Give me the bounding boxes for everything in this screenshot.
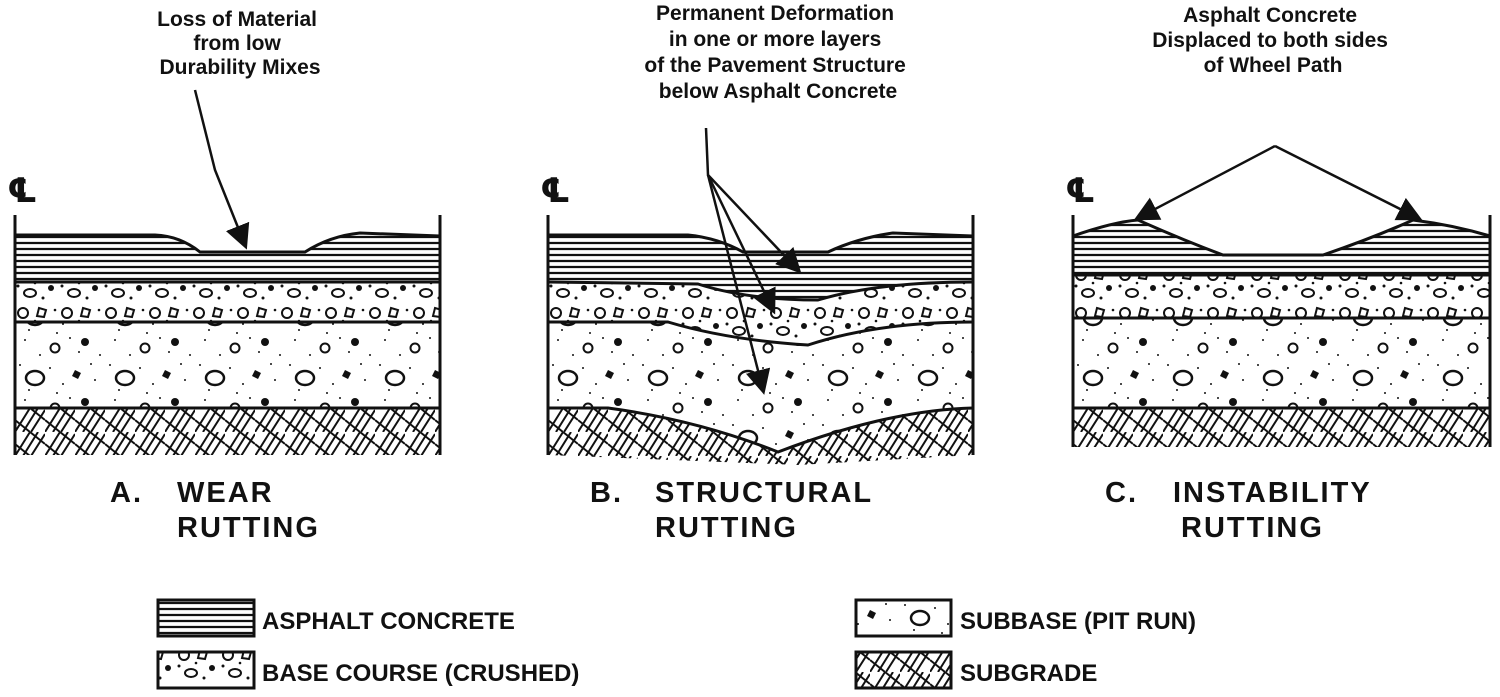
panel-letter: A. (110, 477, 143, 509)
panel-title-2: RUTTING (177, 512, 320, 544)
panel-letter: B. (590, 477, 623, 509)
annotation: Permanent Deformation in one or more lay… (644, 2, 911, 103)
legend-item-subgrade: SUBGRADE (854, 650, 1097, 690)
legend-item-subbase: SUBBASE (PIT RUN) (854, 598, 1196, 638)
panel-title-2: RUTTING (655, 512, 798, 544)
layer-subgrade (548, 408, 973, 465)
annotation: Loss of Material from low Durability Mix… (157, 8, 323, 79)
panel-instability-rutting: ℄ Asphalt Concrete Displaced to both sid… (1065, 4, 1492, 544)
layer-base-course (1073, 275, 1490, 318)
svg-text:BASE COURSE (CRUSHED): BASE COURSE (CRUSHED) (262, 660, 579, 687)
legend-item-base-course: BASE COURSE (CRUSHED) (156, 650, 579, 690)
layer-subgrade (15, 408, 440, 455)
centerline-symbol: ℄ (1065, 171, 1095, 211)
layer-subgrade (1073, 408, 1490, 447)
panel-letter: C. (1105, 477, 1138, 509)
panel-structural-rutting: ℄ Permanent Deformation in one or more l… (540, 2, 975, 544)
centerline-symbol: ℄ (540, 171, 570, 211)
centerline-symbol: ℄ (7, 171, 37, 211)
svg-text:SUBGRADE: SUBGRADE (960, 660, 1097, 687)
annotation: Asphalt Concrete Displaced to both sides… (1152, 4, 1394, 77)
layer-subbase (15, 322, 440, 408)
layer-asphalt (1073, 220, 1490, 275)
svg-text:ASPHALT CONCRETE: ASPHALT CONCRETE (262, 608, 515, 635)
layer-asphalt (15, 233, 440, 282)
svg-text:SUBBASE (PIT RUN): SUBBASE (PIT RUN) (960, 608, 1196, 635)
panel-title-2: RUTTING (1181, 512, 1324, 544)
legend: ASPHALT CONCRETE BASE COURSE (CRUSHED) S… (156, 598, 1196, 690)
panel-title: INSTABILITY (1173, 477, 1372, 509)
layer-subbase (1073, 318, 1490, 408)
legend-item-asphalt: ASPHALT CONCRETE (156, 598, 515, 638)
panel-wear-rutting: ℄ Loss of Material from low Durability M… (7, 8, 442, 544)
panel-title: STRUCTURAL (655, 477, 873, 509)
panel-title: WEAR (177, 477, 274, 509)
layer-base-course (15, 282, 440, 322)
